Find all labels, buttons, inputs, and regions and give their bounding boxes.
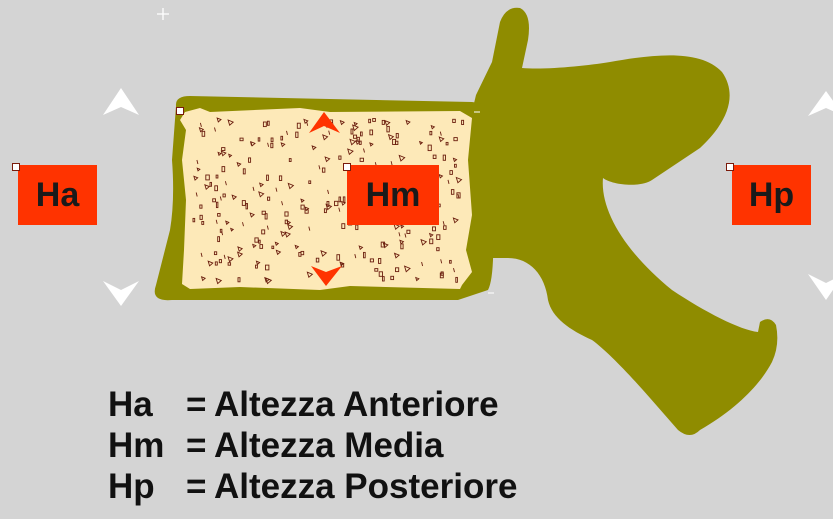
label-ha-text: Ha bbox=[36, 178, 79, 212]
handle-marker bbox=[726, 163, 734, 171]
arrow-down-icon-left bbox=[103, 281, 139, 306]
handle-marker bbox=[176, 107, 184, 115]
crosshair-icon bbox=[157, 8, 169, 20]
handle-marker bbox=[12, 163, 20, 171]
handle-marker bbox=[343, 163, 351, 171]
legend-text: Altezza Media bbox=[214, 426, 444, 466]
label-hp-text: Hp bbox=[749, 178, 794, 212]
legend-abbr: Hm bbox=[108, 426, 186, 466]
legend-equals: = bbox=[186, 426, 214, 466]
legend: Ha = Altezza Anteriore Hm = Altezza Medi… bbox=[108, 384, 517, 507]
legend-row-hm: Hm = Altezza Media bbox=[108, 425, 517, 466]
legend-abbr: Hp bbox=[108, 467, 186, 507]
label-hp: Hp bbox=[732, 165, 811, 225]
legend-abbr: Ha bbox=[108, 385, 186, 425]
arrow-down-icon-right bbox=[808, 274, 833, 300]
label-hm: Hm bbox=[347, 165, 439, 225]
label-ha: Ha bbox=[18, 165, 97, 225]
arrow-up-icon-right bbox=[808, 91, 833, 116]
label-hm-text: Hm bbox=[366, 178, 421, 212]
legend-equals: = bbox=[186, 467, 214, 507]
legend-text: Altezza Anteriore bbox=[214, 385, 499, 425]
legend-row-hp: Hp = Altezza Posteriore bbox=[108, 466, 517, 507]
legend-text: Altezza Posteriore bbox=[214, 467, 517, 507]
legend-equals: = bbox=[186, 385, 214, 425]
legend-row-ha: Ha = Altezza Anteriore bbox=[108, 384, 517, 425]
arrow-up-icon-left bbox=[103, 88, 139, 115]
